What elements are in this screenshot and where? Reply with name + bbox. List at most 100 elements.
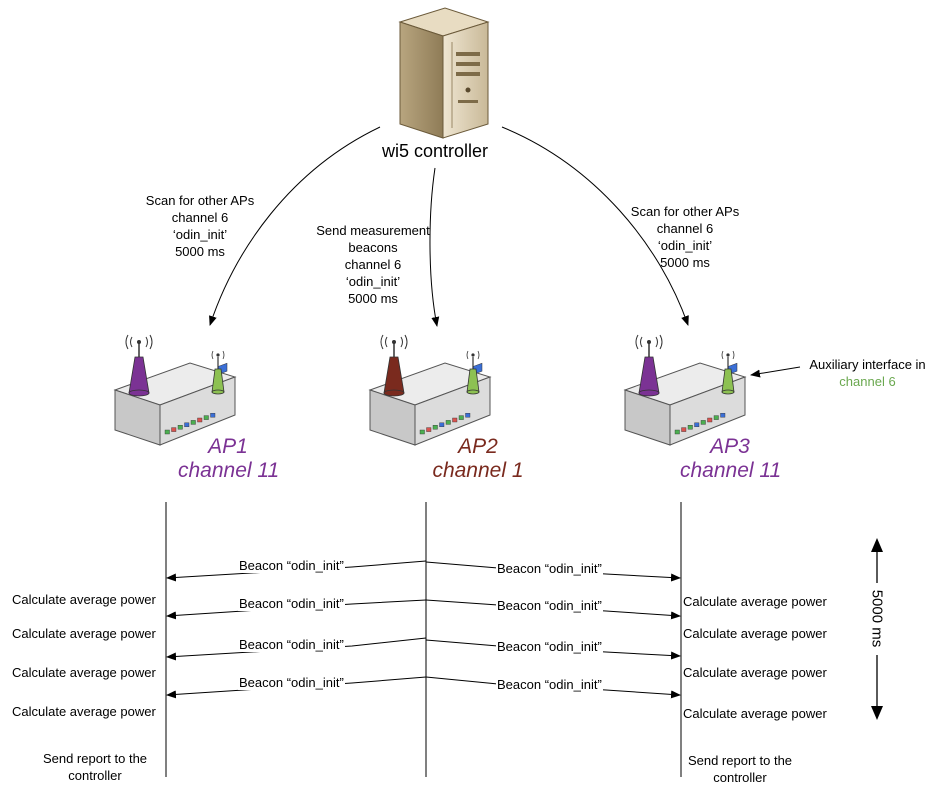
instruction-line: ‘odin_init’ bbox=[172, 227, 228, 242]
report-line2: controller bbox=[713, 770, 767, 785]
beacon-label-right: Beacon “odin_init” bbox=[496, 598, 603, 613]
led-icon bbox=[694, 422, 700, 428]
aux-antenna-base bbox=[211, 389, 225, 395]
beacon-arrow-left bbox=[166, 676, 427, 699]
controller-label: wi5 controller bbox=[382, 141, 489, 161]
calc-label-left: Calculate average power bbox=[12, 665, 156, 680]
auxiliary-line1: Auxiliary interface in bbox=[809, 357, 926, 372]
signal-wave-icon bbox=[222, 350, 225, 360]
led-icon bbox=[164, 429, 170, 435]
led-icon bbox=[432, 424, 438, 430]
main-antenna-icon bbox=[638, 356, 660, 394]
auxiliary-line2: channel 6 bbox=[839, 374, 896, 389]
antenna-tip bbox=[647, 340, 651, 344]
ap1-label: AP1 channel 11 bbox=[178, 435, 279, 483]
antenna-tip bbox=[392, 340, 396, 344]
led-icon bbox=[190, 420, 196, 425]
instruction-line: channel 6 bbox=[171, 210, 229, 225]
calc-label-right: Calculate average power bbox=[683, 626, 827, 641]
ap-channel: channel 11 bbox=[680, 459, 782, 482]
antenna-base bbox=[383, 389, 405, 397]
signal-wave-icon bbox=[466, 350, 469, 360]
signal-wave-icon bbox=[130, 336, 133, 348]
beacon-label-left: Beacon “odin_init” bbox=[238, 558, 345, 573]
auxiliary-label: Auxiliary interface in channel 6 bbox=[800, 356, 935, 390]
instruction-line: Scan for other APs bbox=[630, 204, 740, 219]
aux-antenna-base bbox=[721, 389, 735, 395]
instruction-line: Send measurement bbox=[316, 223, 430, 238]
server-icon bbox=[398, 7, 490, 139]
signal-wave-icon bbox=[400, 336, 403, 348]
led-icon bbox=[687, 424, 693, 430]
instruction-line: ‘odin_init’ bbox=[657, 238, 713, 253]
led-icon bbox=[720, 412, 726, 418]
ap-name: AP3 bbox=[710, 435, 750, 458]
instruction-middle: Send measurement beacons channel 6 ‘odin… bbox=[303, 222, 443, 307]
signal-wave-icon bbox=[721, 350, 724, 360]
arrow-aux-interface bbox=[750, 366, 801, 378]
router-ap2-icon bbox=[368, 334, 492, 446]
antenna-base bbox=[128, 389, 150, 397]
ap2-label: AP2 channel 1 bbox=[428, 435, 528, 483]
report-label-right: Send report to the controller bbox=[675, 752, 805, 786]
led-icon bbox=[419, 429, 425, 435]
signal-wave-icon bbox=[380, 334, 384, 350]
aux-antenna-tip bbox=[471, 353, 475, 357]
main-antenna-icon bbox=[128, 356, 150, 394]
signal-wave-icon bbox=[635, 334, 639, 350]
signal-wave-icon bbox=[125, 334, 129, 350]
led-icon bbox=[681, 427, 687, 432]
led-icon bbox=[203, 415, 209, 420]
signal-wave-icon bbox=[149, 334, 153, 350]
calc-label-right: Calculate average power bbox=[683, 706, 827, 721]
instruction-line: channel 6 bbox=[656, 221, 714, 236]
aux-antenna-tip bbox=[216, 353, 220, 357]
led-icon bbox=[713, 415, 719, 420]
ap-channel: channel 1 bbox=[432, 459, 524, 482]
signal-wave-icon bbox=[145, 336, 148, 348]
report-line1: Send report to the bbox=[687, 753, 793, 768]
instruction-right: Scan for other APs channel 6 ‘odin_init’… bbox=[615, 203, 755, 271]
led-icon bbox=[465, 412, 471, 418]
instruction-line: beacons bbox=[348, 240, 398, 255]
router-ap3-icon bbox=[623, 334, 747, 446]
beacon-label-right: Beacon “odin_init” bbox=[496, 561, 603, 576]
beacon-arrow-left bbox=[166, 560, 427, 582]
beacon-label-left: Beacon “odin_init” bbox=[238, 596, 345, 611]
aux-antenna-tip bbox=[726, 353, 730, 357]
led-icon bbox=[452, 417, 458, 423]
calc-label-left: Calculate average power bbox=[12, 704, 156, 719]
arrow-controller-to-ap3 bbox=[501, 126, 689, 326]
signal-wave-icon bbox=[477, 350, 480, 360]
duration-arrowhead-bottom bbox=[871, 706, 883, 720]
beacon-label-right: Beacon “odin_init” bbox=[496, 677, 603, 692]
antenna-base bbox=[638, 389, 660, 397]
led-icon bbox=[426, 427, 432, 432]
beacon-label-right: Beacon “odin_init” bbox=[496, 639, 603, 654]
router-ap1-icon bbox=[113, 334, 237, 446]
instruction-line: channel 6 bbox=[344, 257, 402, 272]
led-icon bbox=[674, 429, 680, 435]
report-line2: controller bbox=[68, 768, 122, 783]
antenna-tip bbox=[137, 340, 141, 344]
signal-wave-icon bbox=[385, 336, 388, 348]
instruction-line: 5000 ms bbox=[175, 244, 225, 259]
led-icon bbox=[707, 417, 713, 423]
signal-wave-icon bbox=[404, 334, 408, 350]
report-line1: Send report to the bbox=[42, 751, 148, 766]
led-icon bbox=[177, 424, 183, 430]
beacon-label-left: Beacon “odin_init” bbox=[238, 637, 345, 652]
signal-wave-icon bbox=[211, 350, 214, 360]
aux-antenna-base bbox=[466, 389, 480, 395]
signal-wave-icon bbox=[732, 350, 735, 360]
ap3-label: AP3 channel 11 bbox=[680, 435, 782, 483]
calc-label-right: Calculate average power bbox=[683, 665, 827, 680]
led-icon bbox=[445, 420, 451, 425]
led-icon bbox=[171, 427, 177, 432]
instruction-line: Scan for other APs bbox=[145, 193, 255, 208]
report-label-left: Send report to the controller bbox=[30, 750, 160, 784]
beacon-arrow-left bbox=[166, 599, 427, 620]
instruction-line: ‘odin_init’ bbox=[345, 274, 401, 289]
duration-label: 5000 ms bbox=[868, 589, 886, 648]
